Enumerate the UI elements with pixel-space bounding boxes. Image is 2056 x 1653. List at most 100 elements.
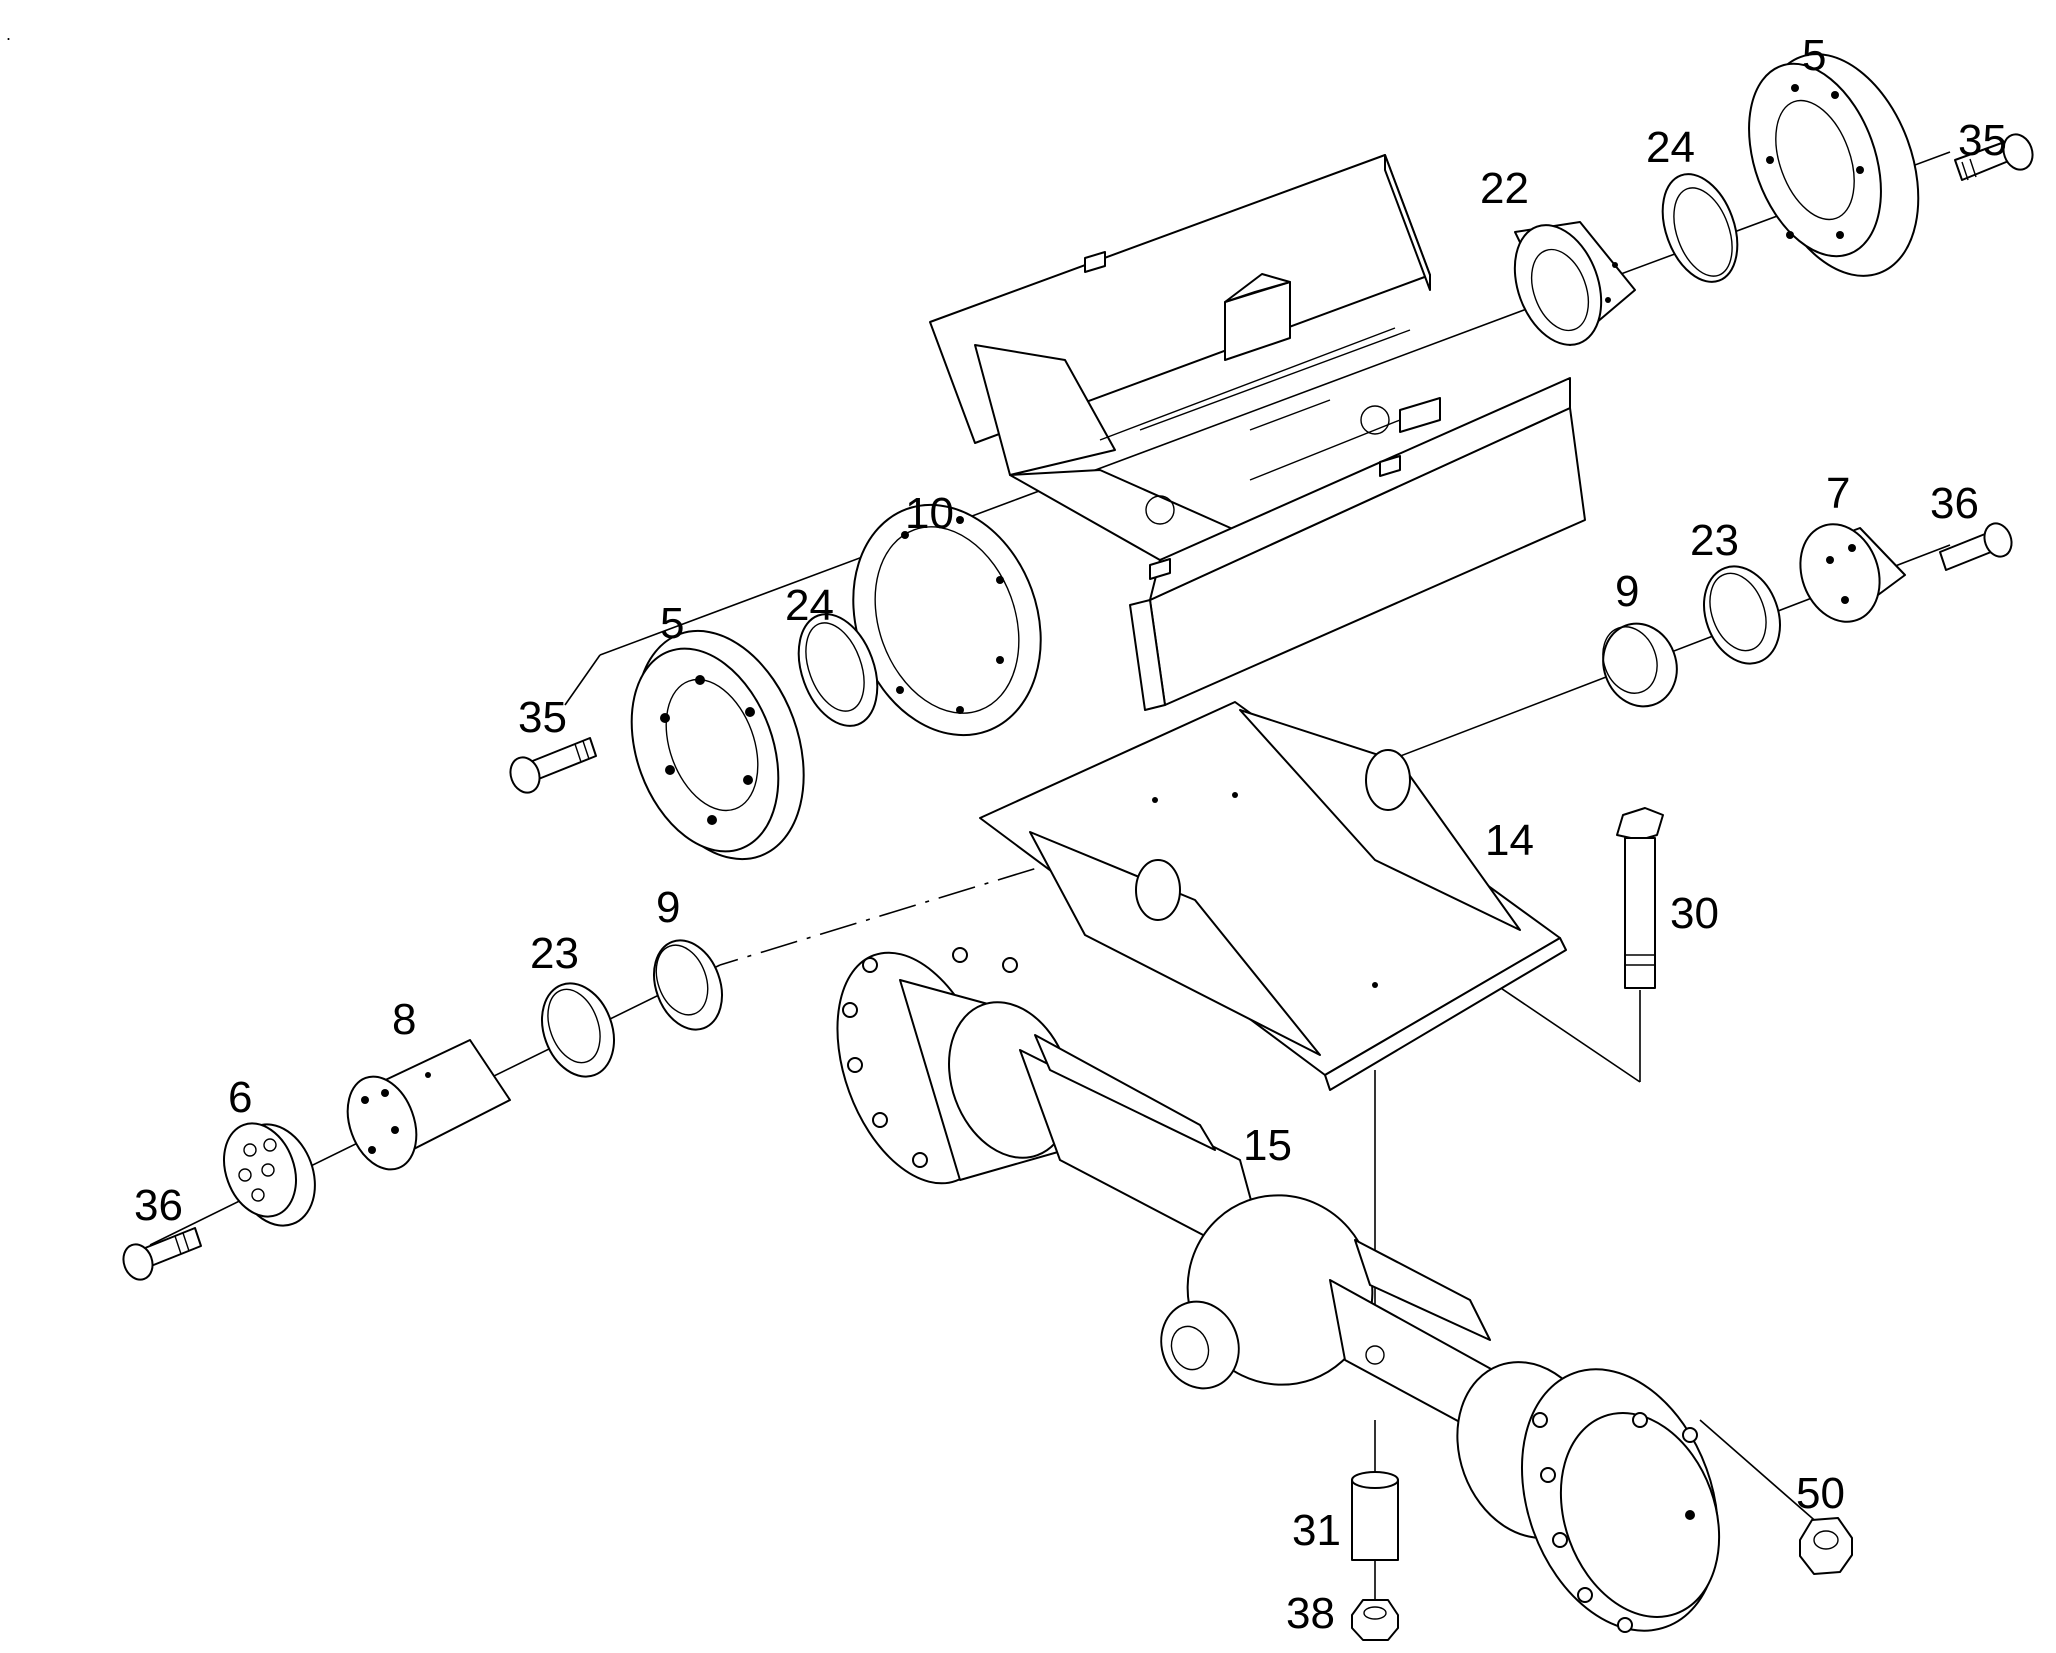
- housing-hole-1: [1605, 297, 1611, 303]
- stud-l6: [952, 947, 968, 963]
- part-8-pin: [346, 1039, 511, 1171]
- housing-face: [1513, 224, 1603, 346]
- housing-hole-2: [1612, 262, 1618, 268]
- plate-hole-3: [238, 1168, 252, 1182]
- stud-r4: [1577, 1587, 1593, 1603]
- callout-15: 15: [1243, 1121, 1292, 1170]
- bolt-head: [1983, 522, 2013, 558]
- ring-inner: [547, 988, 601, 1064]
- flange-hole-4: [707, 815, 717, 825]
- pin-grease-hole: [425, 1072, 431, 1078]
- nut-bore: [1363, 1606, 1387, 1620]
- frame-left-gusset: [974, 344, 1116, 476]
- pin-hole-1: [361, 1096, 369, 1104]
- frame-front-rail-end: [1129, 599, 1166, 711]
- part-23-right-ring: [1703, 565, 1781, 665]
- part-23-left-ring: [541, 982, 615, 1078]
- part-9-right-bushing: [1602, 622, 1678, 708]
- cradle-dot-1: [1232, 792, 1238, 798]
- nut-body: [1351, 1599, 1399, 1641]
- bushing-outer: [1602, 622, 1678, 708]
- ring-inner: [1673, 187, 1733, 277]
- bolt-thread: [174, 1232, 190, 1255]
- flange-bore: [665, 678, 759, 812]
- bushing-outer: [653, 939, 723, 1031]
- callout-35-left: 35: [518, 693, 567, 742]
- bolt-shank: [1624, 837, 1656, 989]
- stud-r7: [1682, 1427, 1698, 1443]
- stud-l7: [1002, 957, 1018, 973]
- gasket-hole-1: [901, 531, 909, 539]
- flange-hole-5: [1786, 231, 1794, 239]
- part-15-axle: [836, 947, 1721, 1633]
- stud-l5: [912, 1152, 928, 1168]
- ring-outer: [797, 613, 879, 727]
- flange-hole-1: [1791, 84, 1799, 92]
- cradle-right-wall: [1239, 709, 1521, 931]
- stud-l4: [872, 1112, 888, 1128]
- cradle-plate-edge: [1324, 937, 1567, 1091]
- cap-hole-3: [1841, 596, 1849, 604]
- stud-r1: [1532, 1412, 1548, 1428]
- pin-hole-2: [381, 1089, 389, 1097]
- callout-10: 10: [905, 489, 954, 538]
- callout-24-top: 24: [1646, 123, 1695, 172]
- plate-hole-5: [251, 1188, 265, 1202]
- callout-30: 30: [1670, 889, 1719, 938]
- lower-axis-center: [719, 759, 1391, 966]
- bolt-thread: [1961, 158, 1977, 181]
- pin-hole-4: [368, 1146, 376, 1154]
- callout-labels: 5 24 35 22 7 36 23 9 10 24 5 35 14 30 9 …: [134, 31, 2007, 1638]
- plate-hole-1: [243, 1143, 257, 1157]
- part-35-left-bolt: [509, 737, 597, 794]
- gasket-hole-4: [996, 656, 1004, 664]
- cap-hole-1: [1826, 556, 1834, 564]
- frame-lug-2: [1379, 455, 1401, 477]
- nut-body: [1799, 1517, 1853, 1575]
- flange-hole-2: [1831, 91, 1839, 99]
- upper-axis-bolt: [564, 654, 601, 706]
- ring-inner: [1709, 572, 1767, 652]
- stud-r6: [1632, 1412, 1648, 1428]
- flange-face: [630, 647, 780, 853]
- axle-input-bore: [1170, 1325, 1210, 1371]
- flange-hole-3: [665, 765, 675, 775]
- callout-23-right: 23: [1690, 516, 1739, 565]
- flange-hole-2: [660, 713, 670, 723]
- cradle-dot-2: [1152, 797, 1158, 803]
- bolt-head: [2002, 133, 2034, 171]
- axle-pin-bore: [1365, 1345, 1385, 1365]
- part-6-end-plate: [223, 1122, 316, 1227]
- part-14-cradle: [979, 701, 1567, 1091]
- chassis-frame: [929, 154, 1586, 711]
- nut-bore: [1813, 1530, 1839, 1550]
- callout-31: 31: [1292, 1506, 1341, 1555]
- stud-l2: [842, 1002, 858, 1018]
- callout-23-left: 23: [530, 929, 579, 978]
- cap-face: [1799, 523, 1881, 623]
- flange-hole-6: [745, 707, 755, 717]
- plate-face: [223, 1122, 297, 1218]
- cap-hole-2: [1848, 544, 1856, 552]
- callout-50: 50: [1796, 1469, 1845, 1518]
- callout-5-top: 5: [1802, 31, 1826, 80]
- stud-l3: [847, 1057, 863, 1073]
- axle-right-bracket: [1354, 1239, 1491, 1341]
- callout-22: 22: [1480, 164, 1529, 213]
- callout-5-left: 5: [660, 599, 684, 648]
- callout-38: 38: [1286, 1589, 1335, 1638]
- callout-36-left: 36: [134, 1181, 183, 1230]
- bolt-head: [122, 1243, 154, 1281]
- flange-hole-4: [1836, 231, 1844, 239]
- callout-36-right: 36: [1930, 479, 1979, 528]
- callout-35-top: 35: [1958, 116, 2007, 165]
- flange-hole-6: [1766, 156, 1774, 164]
- pin-body: [1351, 1479, 1399, 1561]
- part-5-top-flange: [1748, 53, 1920, 277]
- flange-bore: [1775, 99, 1855, 221]
- part-38-nut: [1351, 1599, 1399, 1641]
- callout-7: 7: [1826, 469, 1850, 518]
- bolt-head: [509, 756, 541, 794]
- part-35-top-bolt: [1954, 133, 2034, 181]
- frame-bolt-circle-left: [1145, 495, 1175, 525]
